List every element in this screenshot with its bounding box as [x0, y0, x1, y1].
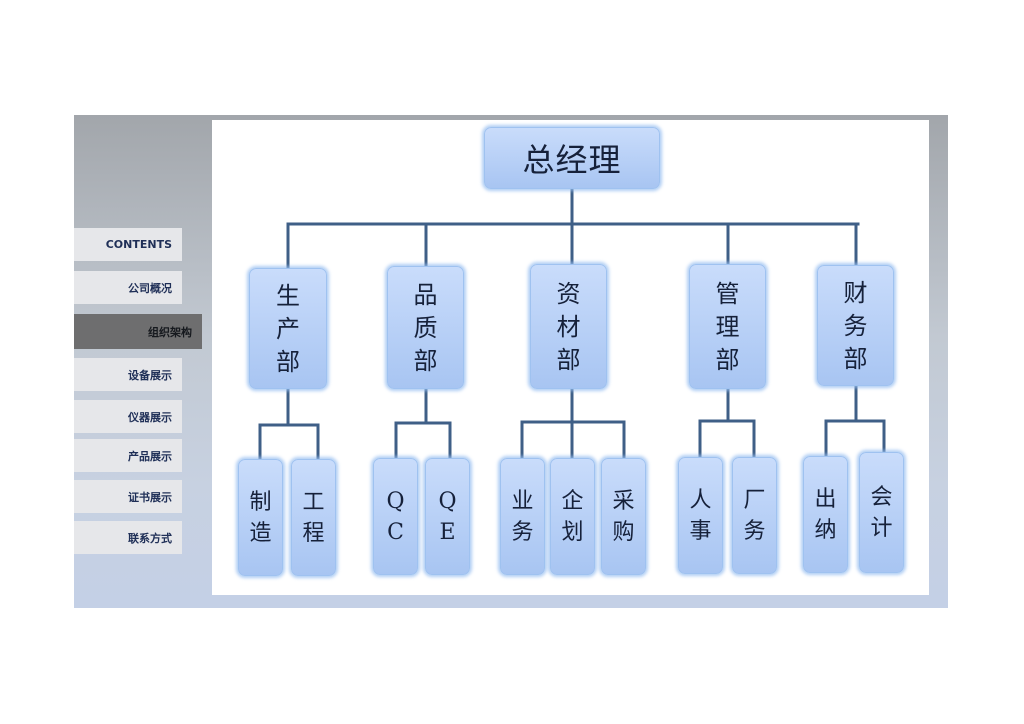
- connector-group: [258, 186, 886, 462]
- node-sub-manufacturing[interactable]: 制 造: [238, 459, 283, 576]
- nav-contact[interactable]: 联系方式: [74, 521, 182, 554]
- node-sub-business[interactable]: 业 务: [500, 458, 545, 575]
- nav-org-structure[interactable]: 组织架构: [74, 314, 202, 349]
- node-sub-qc[interactable]: Q C: [373, 458, 418, 575]
- nav-certificates[interactable]: 证书展示: [74, 480, 182, 513]
- node-sub-qe[interactable]: Q E: [425, 458, 470, 575]
- nav-equipment[interactable]: 设备展示: [74, 358, 182, 391]
- node-label: 总经理: [522, 141, 622, 179]
- node-sub-accounting[interactable]: 会 计: [859, 452, 904, 573]
- node-sub-purchasing[interactable]: 采 购: [601, 458, 646, 575]
- node-dept-quality[interactable]: 品 质 部: [387, 266, 464, 389]
- node-dept-materials[interactable]: 资 材 部: [530, 264, 607, 389]
- node-sub-hr[interactable]: 人 事: [678, 457, 723, 574]
- node-sub-facilities[interactable]: 厂 务: [732, 457, 777, 574]
- node-sub-engineering[interactable]: 工 程: [291, 459, 336, 576]
- node-sub-planning[interactable]: 企 划: [550, 458, 595, 575]
- node-sub-cashier[interactable]: 出 纳: [803, 456, 848, 573]
- node-dept-production[interactable]: 生 产 部: [249, 268, 327, 389]
- node-dept-management[interactable]: 管 理 部: [689, 264, 766, 389]
- node-dept-finance[interactable]: 财 务 部: [817, 265, 894, 386]
- nav-company-overview[interactable]: 公司概况: [74, 271, 182, 304]
- nav-instruments[interactable]: 仪器展示: [74, 400, 182, 433]
- nav-products[interactable]: 产品展示: [74, 439, 182, 472]
- node-general-manager[interactable]: 总经理: [484, 127, 660, 189]
- nav-contents[interactable]: CONTENTS: [74, 228, 182, 261]
